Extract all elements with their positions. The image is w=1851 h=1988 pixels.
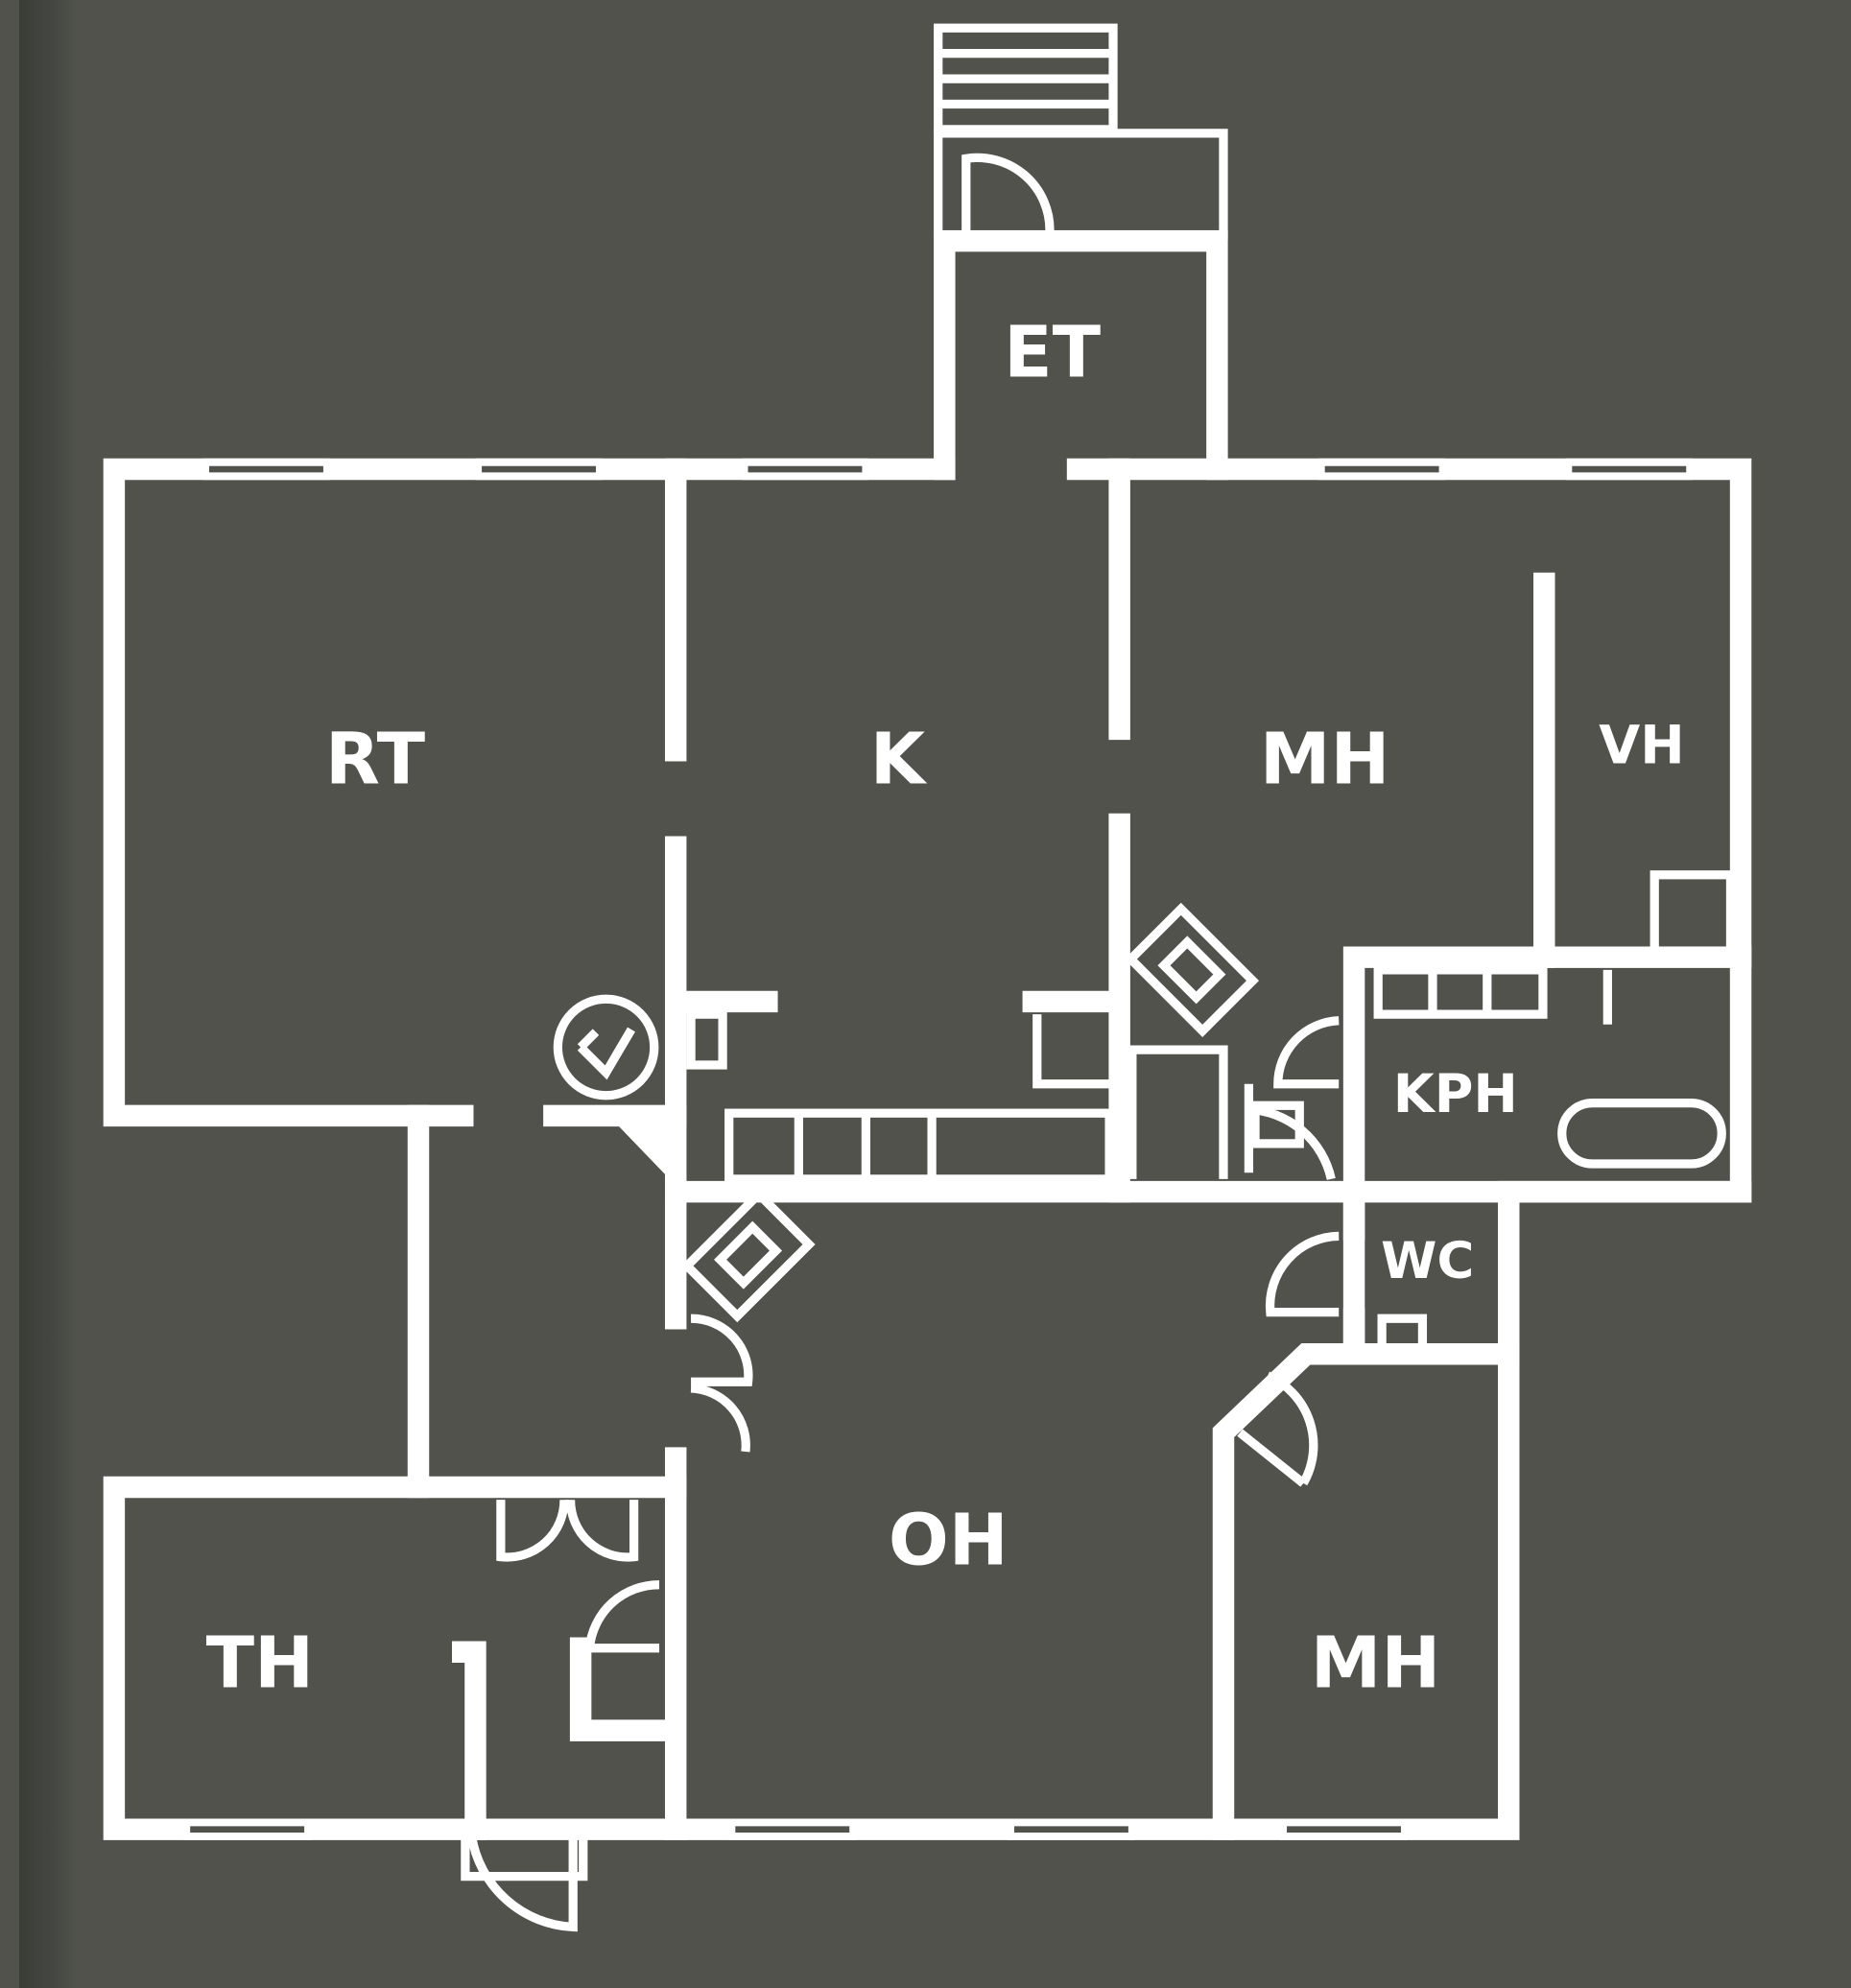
fixtures <box>553 870 1736 1355</box>
room-label-k: K <box>870 719 928 801</box>
room-label-kph: KPH <box>1393 1063 1518 1125</box>
room-label-wc: WC <box>1381 1232 1474 1290</box>
room-label-vh: VH <box>1599 715 1684 777</box>
room-label-th: TH <box>206 1622 314 1705</box>
stairs <box>934 23 1228 240</box>
windows <box>183 458 1693 1840</box>
background-edge <box>19 0 77 1988</box>
room-label-rt: RT <box>325 719 426 801</box>
room-labels: ET RT K MH VH KPH WC OH TH MH <box>206 312 1685 1705</box>
walls <box>103 229 1752 1840</box>
room-label-mh-upper: MH <box>1260 719 1390 801</box>
room-label-mh-lower: MH <box>1311 1622 1441 1705</box>
room-label-et: ET <box>1004 312 1102 394</box>
room-label-oh: OH <box>889 1500 1009 1582</box>
